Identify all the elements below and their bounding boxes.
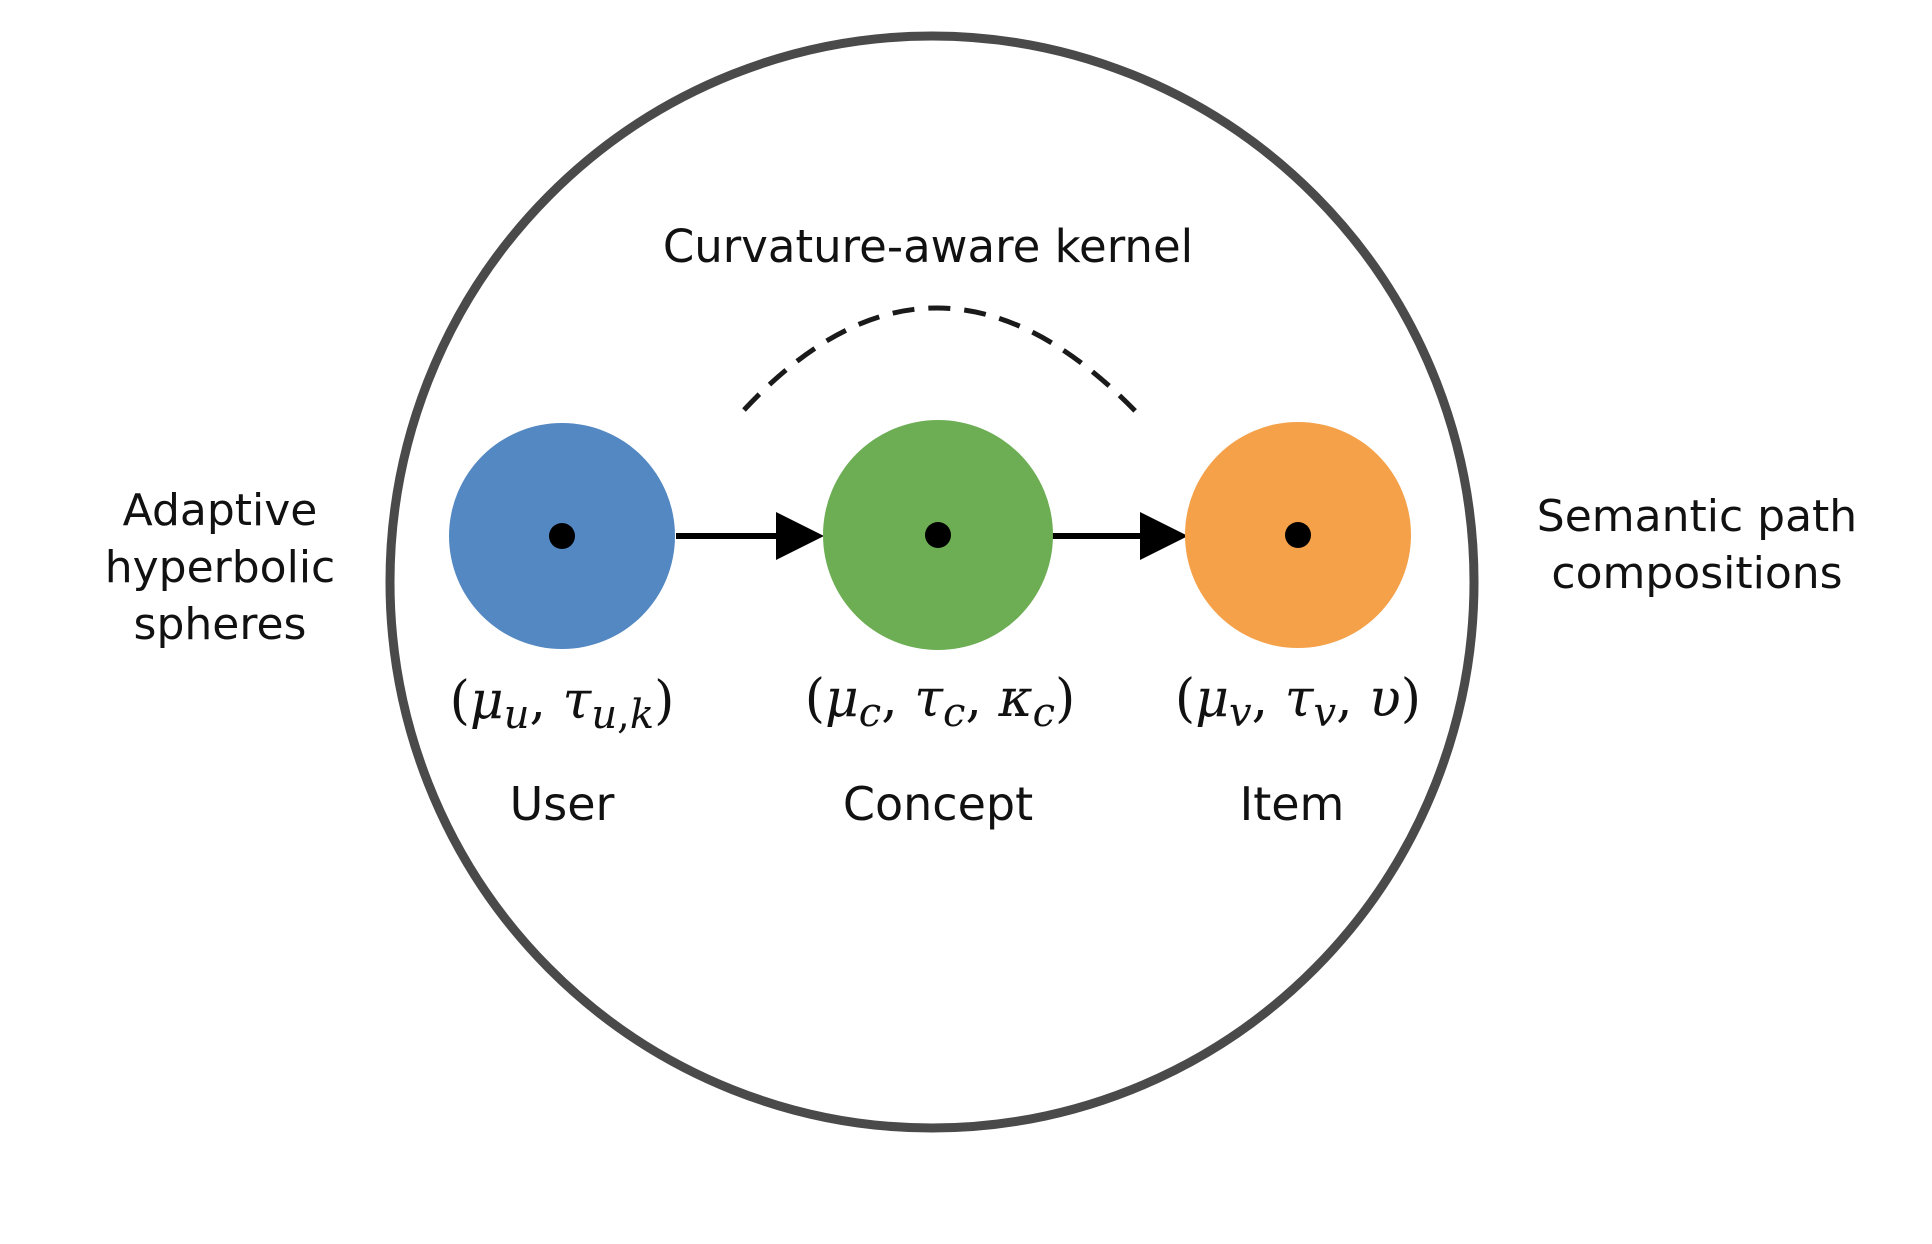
item-name-label: Item xyxy=(1240,777,1345,831)
concept-node: (μc, τc, κc) Concept xyxy=(805,420,1076,831)
adaptive-hyperbolic-spheres-label: Adaptive hyperbolic spheres xyxy=(60,482,380,653)
item-center-dot xyxy=(1285,522,1311,548)
semantic-path-compositions-label: Semantic path compositions xyxy=(1512,488,1882,602)
user-to-concept-arrow xyxy=(676,512,824,560)
curvature-aware-kernel-arc xyxy=(742,305,1144,420)
user-center-dot xyxy=(549,523,575,549)
user-node: (μu, τu,k) User xyxy=(449,423,675,831)
concept-center-dot xyxy=(925,522,951,548)
item-node: (μv, τv, υ) Item xyxy=(1175,422,1421,831)
concept-to-item-arrow xyxy=(1052,512,1188,560)
concept-parameters: (μc, τc, κc) xyxy=(805,669,1076,736)
right-label-line-2: compositions xyxy=(1551,548,1843,599)
left-label-line-3: spheres xyxy=(133,599,307,650)
item-parameters: (μv, τv, υ) xyxy=(1175,669,1421,736)
user-parameters: (μu, τu,k) xyxy=(450,671,675,738)
outer-boundary-circle xyxy=(385,31,1479,1133)
left-label-line-2: hyperbolic xyxy=(104,542,336,593)
right-label-line-1: Semantic path xyxy=(1536,491,1858,542)
left-label-line-1: Adaptive xyxy=(122,485,318,536)
concept-name-label: Concept xyxy=(843,777,1033,831)
user-name-label: User xyxy=(510,777,615,831)
curvature-aware-kernel-label: Curvature-aware kernel xyxy=(663,220,1193,273)
